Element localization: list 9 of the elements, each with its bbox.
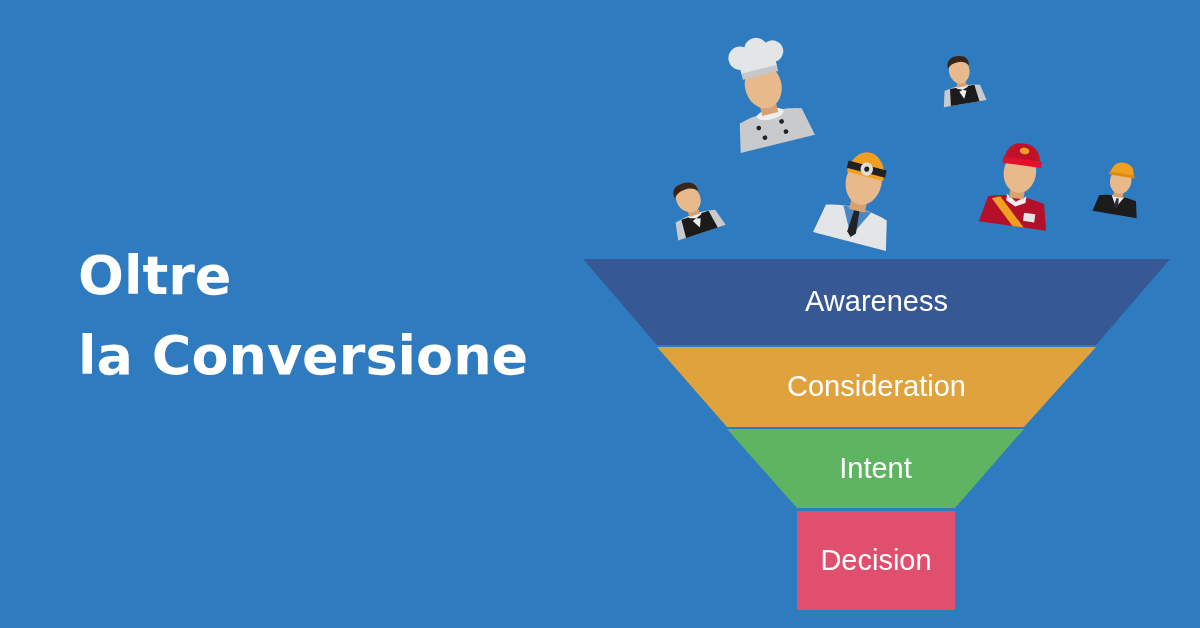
- stage-label: Consideration: [787, 371, 966, 403]
- funnel-stage: [657, 347, 1096, 427]
- stage-label: Awareness: [805, 286, 948, 318]
- funnel-stage: [727, 429, 1024, 508]
- stage-label: Intent: [839, 452, 912, 485]
- funnel-stage: [583, 259, 1170, 345]
- title-heading: Oltre la Conversione: [78, 243, 529, 389]
- funnel-stage: [797, 511, 955, 610]
- stage-label: Decision: [820, 544, 932, 577]
